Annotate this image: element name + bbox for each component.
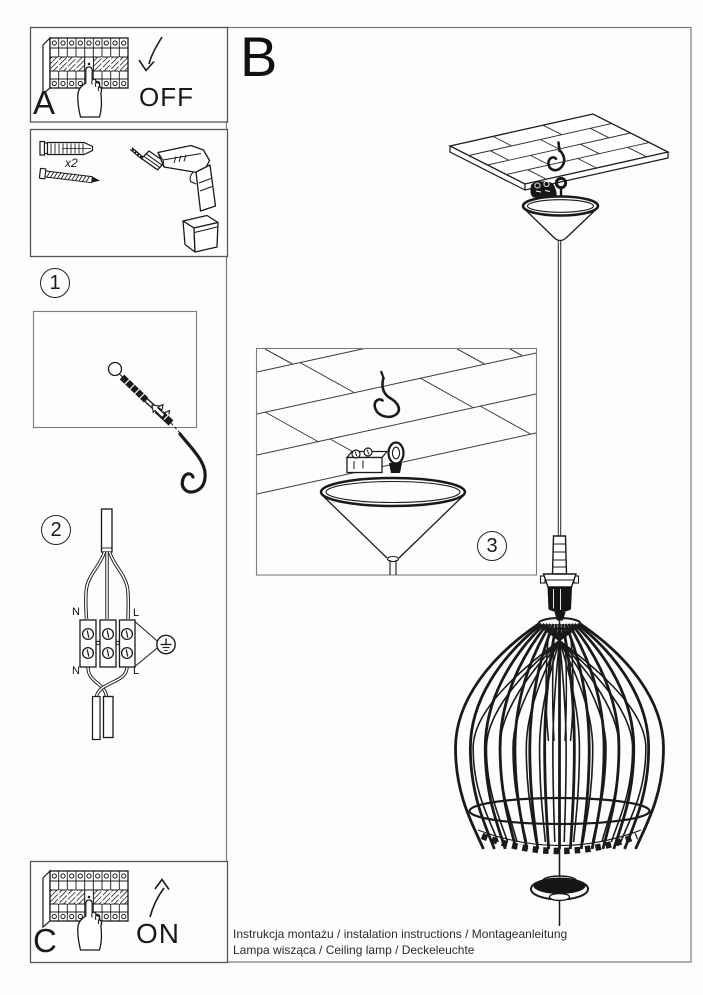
terminal-l-top-label: L [133, 607, 140, 619]
breaker-on-illustration [42, 870, 170, 951]
wires-out [86, 667, 129, 698]
wall-plug-icon [39, 140, 94, 156]
finial-icon [530, 875, 589, 926]
step-1-number: 1 [49, 271, 61, 294]
on-arrowhead [154, 878, 170, 890]
step-1-badge: 1 [40, 268, 70, 298]
hook-icon [178, 432, 207, 494]
footer-title-line2: Lampa wisząca / Ceiling lamp / Deckeleuc… [233, 943, 475, 957]
earth-symbol-icon [135, 621, 176, 667]
ceiling-hook-icon [547, 141, 566, 172]
drill-icon [129, 144, 219, 253]
canopy-detail [319, 476, 467, 575]
screw-icon [38, 167, 101, 184]
section-c-label: C [33, 922, 57, 959]
shade-collar [537, 617, 582, 630]
lamp-socket-icon [539, 535, 580, 621]
off-arrow-icon [148, 36, 163, 65]
ceiling-hook-icon [373, 376, 401, 419]
eyelet-ring [554, 176, 568, 190]
section-a-label: A [33, 84, 56, 121]
terminal-block-with-eyelet [530, 176, 568, 199]
step-3-badge: 3 [477, 531, 507, 561]
insert-arrow-icon [151, 404, 166, 419]
off-label: OFF [139, 82, 194, 112]
breaker-off-illustration [42, 36, 163, 118]
footer-title-line1: Instrukcja montażu / instalation instruc… [233, 927, 568, 941]
shade-bottom-rim [480, 832, 639, 855]
anchor-hook-illustration [107, 361, 207, 494]
lamp-assembly-illustration [448, 113, 670, 926]
terminal-l-bottom-label: L [133, 665, 140, 677]
step-2-badge: 2 [41, 515, 71, 545]
terminal-block-with-eyelet [345, 441, 405, 474]
ceiling-detail-illustration [257, 349, 536, 575]
terminal-n-bottom-label: N [72, 665, 80, 677]
terminal-block-icon [79, 619, 136, 668]
supply-cable [100, 508, 113, 553]
step-3-number: 3 [486, 534, 498, 557]
wires-in [84, 551, 131, 620]
cage-lampshade-icon [454, 617, 665, 877]
ceiling-hole-icon [107, 361, 123, 377]
wiring-diagram-illustration [79, 508, 176, 741]
section-b-label: B [240, 25, 278, 88]
on-arrow-icon [149, 887, 165, 918]
anchor-quantity-label: x2 [65, 156, 78, 170]
off-arrowhead [138, 59, 155, 72]
on-label: ON [136, 918, 180, 949]
step-2-number: 2 [50, 518, 62, 541]
canopy-cone [521, 195, 600, 242]
terminal-n-top-label: N [72, 606, 80, 618]
shade-ring [468, 796, 651, 826]
